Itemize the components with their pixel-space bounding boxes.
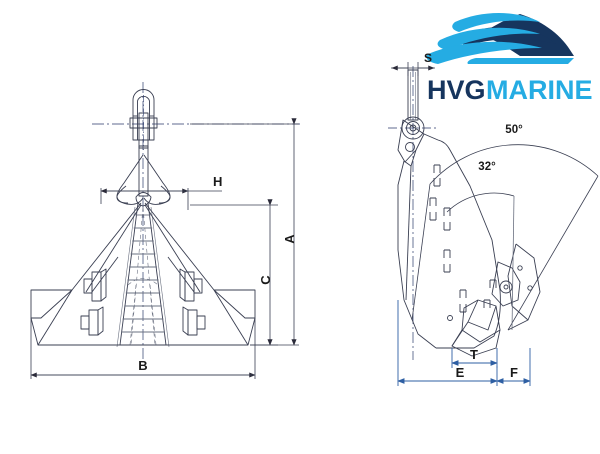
logo-text-marine: MARINE	[486, 75, 593, 105]
logo-text-hvg: HVG	[427, 75, 486, 105]
side-tripping-palm	[447, 243, 541, 357]
stabilizer-lug-right-lower	[182, 306, 206, 336]
dimension-label-B: B	[138, 358, 147, 373]
arc-32	[446, 192, 515, 213]
arc-50	[429, 144, 599, 185]
dimension-H: H	[100, 174, 222, 210]
dimension-label-C: C	[258, 275, 273, 285]
dimension-label-T: T	[470, 347, 478, 362]
dimension-label-S: S	[424, 51, 432, 65]
front-view	[30, 82, 300, 360]
dimension-F: F	[496, 348, 531, 386]
dimension-C: C	[190, 199, 278, 346]
side-fluke-plate	[397, 133, 501, 349]
fluke-left	[30, 202, 142, 346]
fluke-right	[144, 202, 256, 346]
hvg-marine-logo: HVG MARINE	[426, 13, 593, 105]
dimension-label-H: H	[213, 174, 222, 189]
side-view: 50° 32°	[388, 66, 599, 360]
dimension-A: A	[190, 118, 299, 346]
dimension-S: S	[391, 51, 435, 76]
shank-upper	[116, 145, 171, 207]
weld-marks	[429, 164, 497, 313]
stabilizer-lug-right-upper	[179, 268, 203, 302]
stabilizer-lug-left-upper	[83, 268, 107, 302]
dimension-label-A: A	[282, 234, 297, 244]
dimension-label-F: F	[510, 365, 518, 380]
dimension-B: B	[30, 318, 256, 379]
logo-yacht-mark	[426, 13, 574, 64]
shank-ribs	[116, 202, 170, 348]
stabilizer-lug-left-lower	[80, 306, 104, 336]
dimension-T: T	[451, 347, 498, 368]
angle-label-32: 32°	[478, 161, 496, 173]
side-shackle	[397, 69, 425, 163]
angle-arcs	[411, 144, 599, 331]
dimension-label-E: E	[456, 365, 465, 380]
angle-label-50: 50°	[505, 124, 523, 136]
crown-hidden-lines	[127, 206, 159, 346]
shackle	[129, 89, 158, 150]
